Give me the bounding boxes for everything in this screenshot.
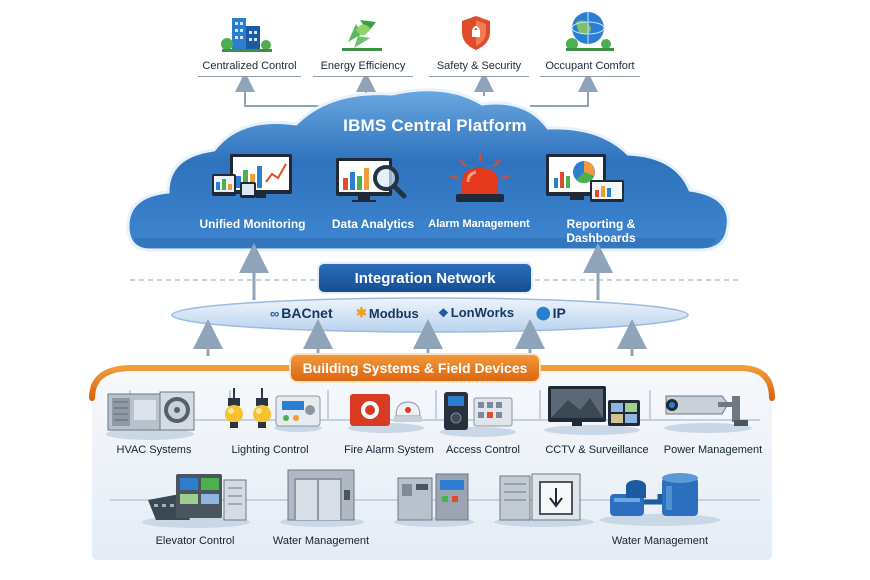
system-water-management-2: Water Management: [611, 535, 709, 547]
access-reader-icon: [440, 392, 516, 437]
electrical-cabinet-icon: [394, 473, 474, 527]
protocol-modbus: ✱ Modbus: [356, 305, 419, 321]
system-lighting-control: Lighting Control: [231, 444, 309, 456]
alarm-beacon-icon: [449, 154, 511, 202]
module-reporting-dashboards: Reporting & Dashboards: [566, 217, 636, 245]
integration-title: Integration Network: [354, 269, 496, 287]
platform-cloud: [126, 88, 730, 252]
module-alarm-management: Alarm Management: [428, 218, 530, 230]
analytics-magnifier-icon: [336, 158, 407, 202]
building-icon: [221, 18, 272, 52]
light-bulbs-icon: [225, 388, 271, 428]
protocol-ring: [171, 297, 689, 333]
globe-icon: [566, 12, 614, 51]
shield-icon: [462, 16, 490, 50]
platform-title: IBMS Central Platform: [343, 116, 527, 135]
platform-arrows: [239, 243, 613, 300]
protocol-lonworks: ❖ LonWorks: [438, 305, 515, 320]
modbus-logo-icon: ✱: [356, 305, 367, 320]
field-banner-shape: [289, 353, 541, 383]
bacnet-logo-icon: ∞: [270, 305, 280, 321]
recycle-leaf-icon: [342, 20, 382, 51]
water-tanks-icon: [600, 473, 720, 526]
field-arrows: [193, 319, 647, 356]
protocol-bacnet: ∞ BACnet: [270, 305, 333, 321]
system-water-management-1: Water Management: [272, 535, 370, 547]
control-panel-icon: [142, 474, 250, 528]
monitor-devices-icon: [212, 154, 292, 198]
outcome-safety-security: Safety & Security: [429, 56, 529, 77]
system-fire-alarm: Fire Alarm System: [344, 444, 434, 456]
security-camera-icon: [664, 395, 752, 433]
field-title: Building Systems & Field Devices: [302, 360, 528, 376]
integration-banner-shape: [317, 262, 533, 294]
protocol-ip: ⬤ IP: [536, 305, 566, 321]
system-power-management: Power Management: [663, 444, 763, 456]
system-hvac: HVAC Systems: [116, 444, 192, 456]
system-access-control: Access Control: [446, 444, 520, 456]
elevator-icon: [280, 469, 364, 527]
system-elevator-control: Elevator Control: [155, 535, 235, 547]
lonworks-logo-icon: ❖: [438, 305, 449, 320]
outcome-occupant-comfort: Occupant Comfort: [540, 56, 640, 77]
module-data-analytics: Data Analytics: [331, 217, 415, 231]
light-switch-icon: [274, 395, 322, 432]
elevator-panel-icon: [494, 473, 594, 527]
dashboard-charts-icon: [546, 154, 624, 202]
hvac-unit-icon: [106, 391, 195, 440]
fire-alarm-icon: [348, 394, 424, 433]
system-cctv-surveillance: CCTV & Surveillance: [545, 444, 649, 456]
outcome-centralized-control: Centralized Control: [198, 56, 301, 77]
module-unified-monitoring: Unified Monitoring: [199, 217, 306, 231]
outcome-energy-efficiency: Energy Efficiency: [313, 56, 413, 77]
cctv-monitor-icon: [544, 386, 640, 435]
ip-network-icon: ⬤: [536, 305, 551, 320]
